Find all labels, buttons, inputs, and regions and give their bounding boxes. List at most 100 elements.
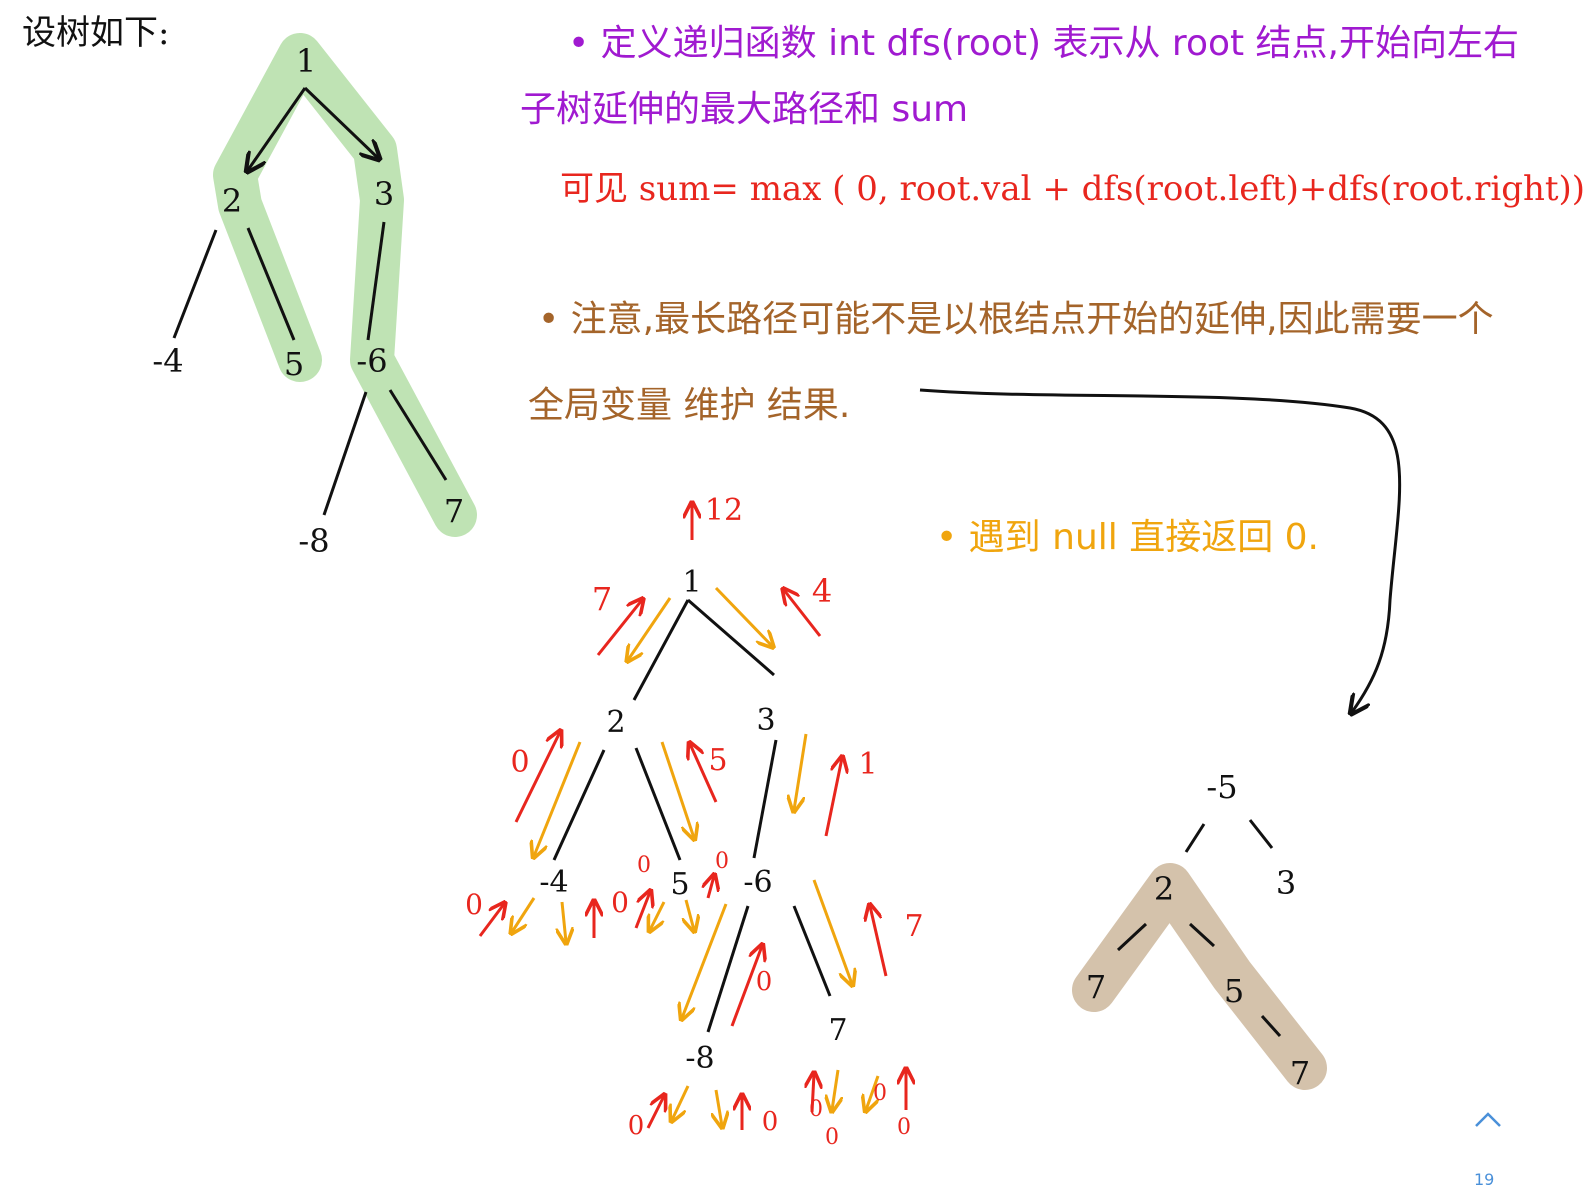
return-value-label: 0 [825,1125,839,1150]
tree3-highlight-path [1072,863,1327,1090]
definition-note-line2: 子树延伸的最大路径和 sum [520,89,969,130]
tree3-edge [1260,1014,1282,1038]
tree3-edge [1116,922,1148,952]
tree2-edge [792,905,832,997]
call-arrow [562,901,566,942]
return-value-label: 1 [858,747,877,782]
return-arrow [812,1074,814,1113]
tree1-node: 7 [444,492,464,530]
return-value-label: 0 [611,886,629,919]
tree2-node: 3 [756,703,775,738]
tree2-node: 1 [682,565,701,600]
return-value-label: 0 [809,1097,823,1122]
tree1-node: -8 [298,522,329,560]
return-arrow [870,906,888,977]
return-value-label: 0 [465,888,483,921]
tree1-edge [322,391,368,516]
page-number: 19 [1474,1170,1495,1189]
tree1-node: -6 [356,342,387,380]
return-value-label: 7 [592,580,612,618]
caution-note-line2: 全局变量 维护 结果. [528,385,851,426]
caution-note-line1: • 注意,最长路径可能不是以根结点开始的延伸,因此需要一个 [538,299,1494,340]
tree3-edge [1188,922,1216,948]
diagram-canvas: 1 2 3 -4 5 -6 -8 7 [152,33,1402,1150]
tree3: -5 2 3 7 5 7 [1072,768,1327,1092]
call-arrow [794,733,808,810]
tree1-edge [248,87,307,170]
return-value-label: 0 [510,745,529,780]
return-arrow [478,904,504,937]
tree3-node: -5 [1206,768,1237,806]
chevron-up-icon[interactable] [1470,1102,1506,1138]
return-value-label: 0 [637,853,651,878]
return-arrow [690,744,718,803]
return-arrow [514,732,560,823]
call-arrow [660,741,694,838]
return-value-label: 0 [628,1111,645,1141]
tree1: 1 2 3 -4 5 -6 -8 7 [152,33,477,560]
return-value-label: 7 [904,909,923,944]
tree1-node: 3 [374,175,394,213]
return-value-label: 5 [708,743,727,778]
tree2-edge [706,905,750,1033]
call-arrow [650,901,666,930]
tree2-node: -4 [539,865,568,900]
tree2-node: -6 [743,865,772,900]
return-arrow [596,600,642,656]
tree1-node: 2 [222,182,242,220]
tree3-edge [1184,823,1206,853]
connector-arrow [919,388,1402,712]
call-arrow [714,586,772,646]
call-arrow [686,899,694,930]
tree2-node: 5 [670,867,689,902]
call-arrow [672,1085,690,1120]
tree2: 1 2 3 -4 5 -6 -8 7 12 7 4 0 5 1 0 0 0 0 … [465,493,923,1150]
tree1-edge [246,227,296,341]
tree1-edge [388,389,448,481]
tree3-node: 7 [1290,1054,1310,1092]
tree3-node: 2 [1154,870,1174,908]
tree1-edge [366,221,386,341]
call-arrow [682,903,728,1018]
return-arrow [730,946,762,1027]
tree1-edge [172,229,218,339]
tree2-edge [552,749,606,861]
return-value-label: 0 [756,967,773,997]
return-arrow [634,892,650,929]
return-value-label: 4 [812,572,832,610]
call-arrow [628,597,672,660]
return-value-label: 0 [873,1081,887,1106]
tree3-edge [1248,819,1274,849]
page-title: 设树如下: [22,13,170,53]
return-value-label: 0 [897,1115,911,1140]
return-value-label: 0 [762,1107,779,1137]
tree2-edge [634,747,682,861]
tree2-node: 7 [828,1013,847,1048]
call-arrow [716,1089,722,1126]
tree2-node: 2 [606,705,625,740]
return-arrow [784,590,822,637]
tree1-node: 1 [296,42,316,80]
tree1-edge [303,86,378,158]
tree2-edge [752,739,778,859]
tree3-node: 3 [1276,864,1296,902]
call-arrow [832,1069,838,1110]
tree1-node: -4 [152,342,183,380]
return-value-label: 0 [715,849,729,874]
sum-formula: 可见 sum= max ( 0, root.val + dfs(root.lef… [560,169,1585,209]
call-arrow [812,879,852,984]
tree2-edge [632,599,690,701]
tree2-node: -8 [685,1041,714,1076]
return-arrow [646,1096,664,1129]
return-arrow [708,876,714,899]
return-value-label: 12 [705,493,743,528]
call-arrow [534,741,582,856]
call-arrow [512,897,536,932]
definition-note-line1: • 定义递归函数 int dfs(root) 表示从 root 结点,开始向左右 [568,23,1519,64]
return-arrow [824,758,842,837]
tree1-highlight-path [213,33,477,537]
call-arrow [866,1075,880,1110]
tree2-edge [687,598,775,677]
tree1-node: 5 [284,345,304,383]
null-rule-note: • 遇到 null 直接返回 0. [936,517,1319,558]
